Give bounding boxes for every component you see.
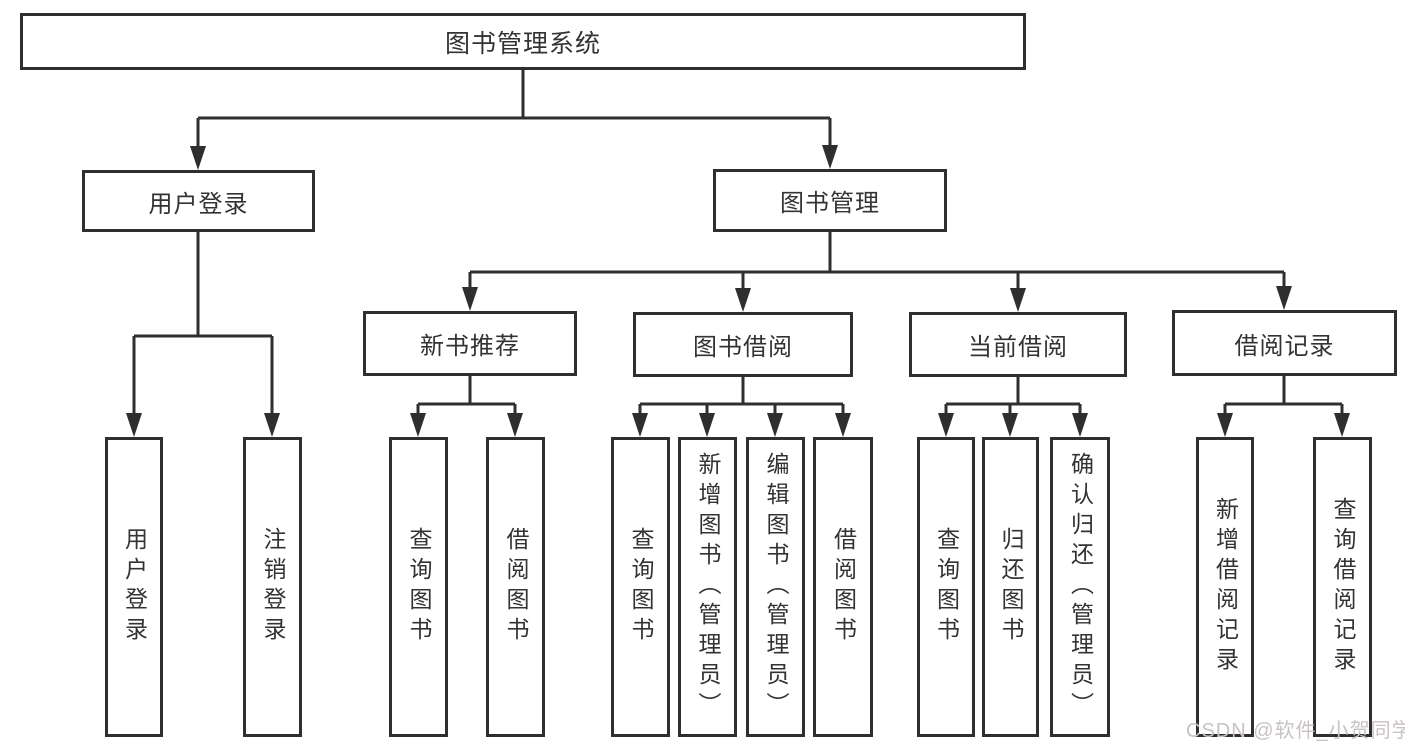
leaf-edit-books-admin-label: 编辑图书（管理员） <box>763 452 789 722</box>
leaf-user-login-label: 用户登录 <box>121 527 148 647</box>
node-user-login-branch-label: 用户登录 <box>148 190 249 218</box>
leaf-query-books-recommend: 查询图书 <box>389 437 448 737</box>
leaf-confirm-return-admin: 确认归还（管理员） <box>1050 437 1110 737</box>
leaf-return-books-label: 归还图书 <box>998 527 1024 647</box>
node-current-borrowing: 当前借阅 <box>909 312 1127 377</box>
node-new-book-recommend-label: 新书推荐 <box>420 333 520 360</box>
leaf-user-login: 用户登录 <box>105 437 163 737</box>
watermark: CSDN @软件_小贺同学 <box>1186 720 1405 742</box>
leaf-query-books-borrowing-label: 查询图书 <box>628 527 654 647</box>
leaf-borrow-books-borrowing-label: 借阅图书 <box>830 527 857 647</box>
node-borrowing-records: 借阅记录 <box>1172 310 1397 376</box>
node-current-borrowing-label: 当前借阅 <box>968 334 1068 361</box>
node-book-borrowing: 图书借阅 <box>633 312 853 377</box>
leaf-logout-login-label: 注销登录 <box>260 527 286 647</box>
leaf-query-books-recommend-label: 查询图书 <box>406 527 432 647</box>
leaf-borrow-books-recommend: 借阅图书 <box>486 437 545 737</box>
node-book-management: 图书管理 <box>713 169 947 232</box>
leaf-borrow-books-borrowing: 借阅图书 <box>813 437 873 737</box>
leaf-query-borrow-record-label: 查询借阅记录 <box>1330 497 1356 677</box>
node-user-login-branch: 用户登录 <box>82 170 315 232</box>
leaf-return-books: 归还图书 <box>982 437 1039 737</box>
node-new-book-recommend: 新书推荐 <box>363 311 577 376</box>
leaf-logout-login: 注销登录 <box>243 437 302 737</box>
leaf-edit-books-admin: 编辑图书（管理员） <box>746 437 805 737</box>
leaf-add-borrow-record: 新增借阅记录 <box>1196 437 1254 737</box>
node-book-management-label: 图书管理 <box>780 190 880 217</box>
node-book-borrowing-label: 图书借阅 <box>693 334 793 361</box>
leaf-add-books-admin: 新增图书（管理员） <box>678 437 737 737</box>
leaf-query-books-current: 查询图书 <box>917 437 975 737</box>
leaf-query-books-current-label: 查询图书 <box>933 527 960 647</box>
leaf-query-borrow-record: 查询借阅记录 <box>1313 437 1372 737</box>
leaf-add-books-admin-label: 新增图书（管理员） <box>695 452 721 722</box>
leaf-borrow-books-recommend-label: 借阅图书 <box>503 527 529 647</box>
node-library-system: 图书管理系统 <box>20 13 1026 70</box>
leaf-confirm-return-admin-label: 确认归还（管理员） <box>1067 452 1094 722</box>
node-borrowing-records-label: 借阅记录 <box>1234 332 1335 360</box>
node-library-system-label: 图书管理系统 <box>444 29 601 58</box>
leaf-add-borrow-record-label: 新增借阅记录 <box>1212 497 1239 677</box>
leaf-query-books-borrowing: 查询图书 <box>611 437 670 737</box>
